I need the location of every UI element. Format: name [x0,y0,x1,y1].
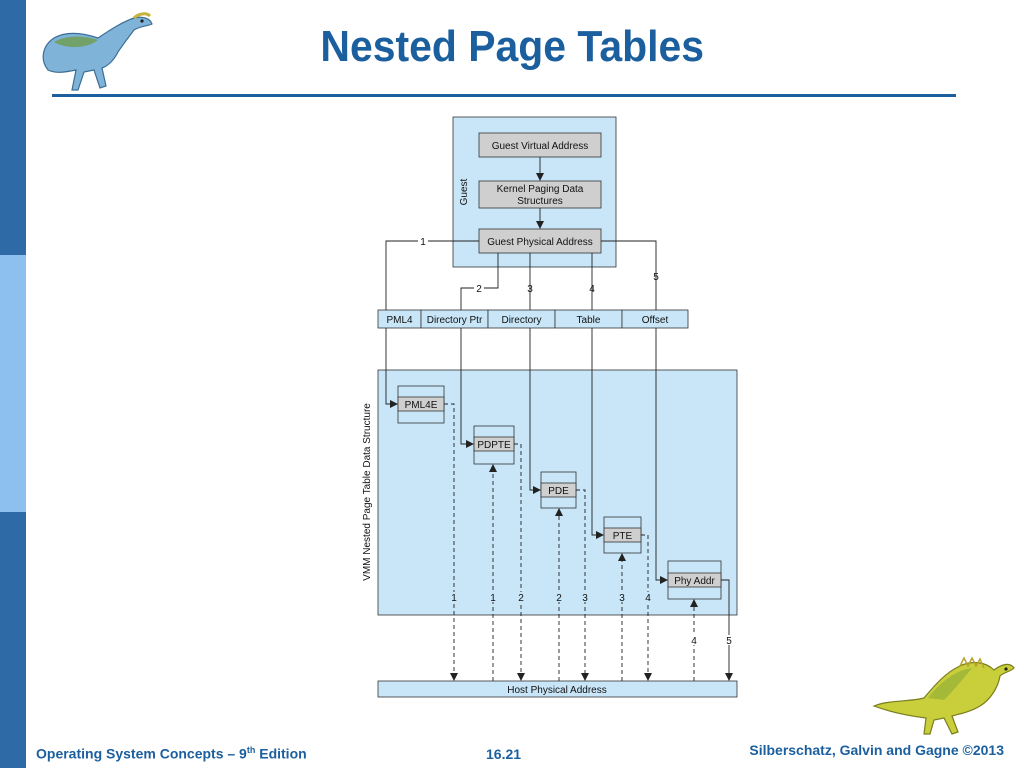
dash-pde-to-host [576,489,589,681]
slide-title: Nested Page Tables [320,22,704,71]
address-fields: PML4 Directory Ptr Directory Table Offse… [377,309,689,329]
step-4-pte: 4 [645,593,651,604]
host-physical-address-box [377,680,738,698]
pdpte-label: PDPTE [477,440,511,451]
line-table-to-pte [591,328,604,539]
host-physical-address-label: Host Physical Address [507,685,607,696]
pdpt-table: PDPTE [473,425,515,465]
dinosaur-logo-top-icon [42,12,153,91]
field-directory-ptr-label: Directory Ptr [427,315,483,326]
kernel-paging-label-line1: Kernel Paging Data [497,184,584,195]
step-5-top: 5 [653,272,659,283]
vmm-label: VMM Nested Page Table Data Structure [362,403,373,581]
pte-label: PTE [613,531,633,542]
step-4-top: 4 [589,284,595,295]
line-gpa-to-pml4 [385,240,479,310]
line-phyaddr-to-host [721,579,733,681]
field-pml4-label: PML4 [386,315,413,326]
step-1-top: 1 [420,237,426,248]
page-number: 16.21 [486,746,522,762]
title-divider [52,94,956,97]
step-2-pdpte: 2 [518,593,524,604]
dash-pte-to-host [641,534,652,681]
step-4-phy: 4 [691,636,697,647]
pde-label: PDE [548,486,569,497]
kernel-paging-box [478,180,602,209]
step-3-pt: 3 [619,593,625,604]
step-3-top: 3 [527,284,533,295]
step-2-pd: 2 [556,593,562,604]
pd-table: PDE [540,471,577,509]
dash-pml4e-to-host [444,403,458,681]
step-5-phy: 5 [726,636,732,647]
line-dirptr-to-pdpte [460,328,474,448]
guest-virtual-address-label: Guest Virtual Address [492,141,589,152]
pml4e-label: PML4E [405,400,438,411]
pt-table: PTE [603,516,642,554]
dinosaur-logo-bottom-icon [872,656,1015,735]
left-accent-bar [0,0,26,768]
line-gpa-to-offset [601,240,657,310]
phy-addr-page: Phy Addr [667,560,722,600]
line-offset-to-phyaddr [655,328,668,584]
copyright: Silberschatz, Galvin and Gagne ©2013 [749,742,1004,758]
line-directory-to-pde [529,328,541,494]
step-1-pml4e: 1 [451,593,457,604]
phy-addr-label: Phy Addr [674,576,715,587]
field-table-label: Table [577,315,601,326]
guest-label: Guest [459,178,470,205]
left-accent-light-segment [0,255,26,512]
step-2-top: 2 [476,284,482,295]
pml4-table: PML4E [397,385,445,424]
line-pml4-to-pml4e [385,328,398,408]
kernel-paging-label-line2: Structures [517,196,563,207]
field-offset-label: Offset [642,315,669,326]
field-directory-label: Directory [501,315,541,326]
guest-physical-address-label: Guest Physical Address [487,237,593,248]
field-offset [621,309,689,329]
step-1-pdpt: 1 [490,593,496,604]
footer-book-title: Operating System Concepts – 9th Edition [36,745,307,762]
step-3-pde: 3 [582,593,588,604]
